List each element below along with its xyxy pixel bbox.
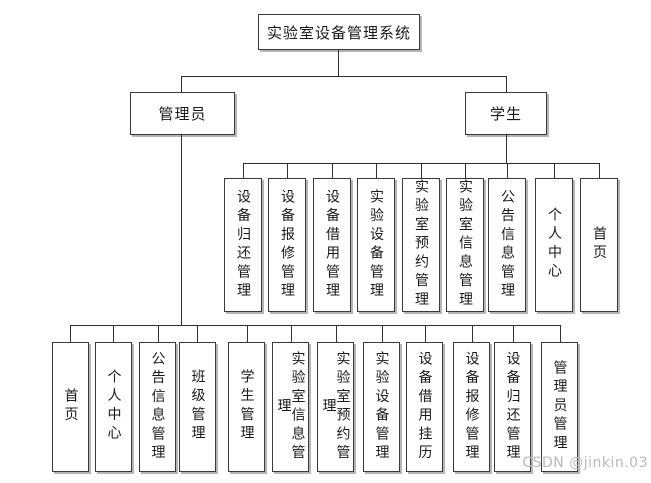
connector-admin-child-stub-6 xyxy=(336,325,337,342)
node-admin-home: 首页 xyxy=(52,342,89,472)
node-label: 公告信息管理 xyxy=(499,188,515,302)
csdn-watermark: CSDN @jinkin.03 xyxy=(522,455,648,471)
connector-admin-child-stub-7 xyxy=(382,325,383,342)
node-student-equipment-borrow-mgmt: 设备借用管理 xyxy=(313,178,351,312)
connector-root-down xyxy=(338,50,339,77)
node-student-lab-equipment-mgmt: 实验设备管理 xyxy=(357,178,395,312)
node-label: 管理员管理 xyxy=(551,360,568,454)
node-student-lab-info-mgmt: 实验室信息管理 xyxy=(446,178,484,312)
connector-admin-child-stub-5 xyxy=(291,325,292,342)
node-label: 设备报修管理 xyxy=(463,350,480,464)
connector-admin-child-stub-11 xyxy=(560,325,561,342)
node-label: 实验室预约管理 xyxy=(320,350,351,464)
node-label: 实验室信息管理 xyxy=(457,179,473,311)
connector-student-down xyxy=(506,135,507,163)
connector-student-child-stub-1 xyxy=(287,163,288,179)
node-admin: 管理员 xyxy=(130,92,235,135)
connector-admin-child-stub-3 xyxy=(197,325,198,342)
connector-student-child-stub-2 xyxy=(332,163,333,179)
node-student-lab-reservation-mgmt: 实验室预约管理 xyxy=(402,178,440,312)
node-label: 公告信息管理 xyxy=(149,350,166,464)
node-label: 个人中心 xyxy=(105,369,122,445)
node-student-equipment-return-mgmt: 设备归还管理 xyxy=(224,178,262,312)
node-admin-lab-reservation-mgmt: 实验室预约管理 xyxy=(317,342,354,472)
node-admin-label: 管理员 xyxy=(158,105,207,123)
node-label: 班级管理 xyxy=(189,369,206,445)
connector-admin-child-stub-1 xyxy=(113,325,114,342)
node-admin-class-mgmt: 班级管理 xyxy=(179,342,216,472)
connector-admin-child-stub-4 xyxy=(247,325,248,342)
node-label: 实验室信息管理 xyxy=(275,350,306,464)
node-admin-announcement-info-mgmt: 公告信息管理 xyxy=(139,342,176,472)
node-student-personal-center: 个人中心 xyxy=(535,178,573,312)
connector-student-child-stub-6 xyxy=(507,163,508,179)
node-admin-lab-info-mgmt: 实验室信息管理 xyxy=(272,342,309,472)
connector-admin-down xyxy=(181,135,182,325)
node-student-home: 首页 xyxy=(580,178,618,312)
node-root-label: 实验室设备管理系统 xyxy=(266,23,411,42)
connector-admin-stub xyxy=(181,76,182,93)
connector-admin-child-stub-8 xyxy=(425,325,426,342)
node-label: 实验设备管理 xyxy=(373,350,390,464)
connector-admin-child-stub-2 xyxy=(158,325,159,342)
connector-student-child-stub-8 xyxy=(599,163,600,179)
node-label: 设备归还管理 xyxy=(504,350,521,464)
node-label: 设备借用管理 xyxy=(324,188,340,302)
node-student-announcement-info-mgmt: 公告信息管理 xyxy=(488,178,526,312)
connector-admin-child-stub-9 xyxy=(472,325,473,342)
node-admin-equipment-repair-mgmt: 设备报修管理 xyxy=(453,342,490,472)
connector-student-child-stub-4 xyxy=(421,163,422,179)
node-label: 首页 xyxy=(62,388,79,426)
node-admin-equipment-return-mgmt: 设备归还管理 xyxy=(494,342,531,472)
node-admin-lab-equipment-mgmt: 实验设备管理 xyxy=(363,342,400,472)
connector-level1-horizontal xyxy=(181,76,507,77)
connector-admin-child-stub-10 xyxy=(513,325,514,342)
connector-admin-horizontal xyxy=(70,325,560,326)
connector-student-stub xyxy=(506,76,507,93)
node-label: 设备报修管理 xyxy=(279,188,295,302)
connector-student-child-stub-3 xyxy=(376,163,377,179)
node-admin-equipment-borrow-calendar: 设备借用挂历 xyxy=(406,342,443,472)
node-label: 设备借用挂历 xyxy=(416,350,433,464)
node-student-equipment-repair-mgmt: 设备报修管理 xyxy=(268,178,306,312)
node-root-system: 实验室设备管理系统 xyxy=(258,14,420,50)
node-label: 实验室预约管理 xyxy=(413,179,429,311)
connector-student-child-stub-5 xyxy=(465,163,466,179)
node-label: 设备归还管理 xyxy=(235,188,251,302)
node-admin-student-mgmt: 学生管理 xyxy=(228,342,265,472)
node-admin-admin-mgmt: 管理员管理 xyxy=(541,342,578,472)
connector-student-child-stub-0 xyxy=(243,163,244,179)
node-admin-personal-center: 个人中心 xyxy=(95,342,132,472)
node-label: 实验设备管理 xyxy=(368,188,384,302)
node-student: 学生 xyxy=(465,92,547,135)
connector-admin-child-stub-0 xyxy=(70,325,71,342)
node-label: 个人中心 xyxy=(546,207,562,283)
node-label: 学生管理 xyxy=(238,369,255,445)
connector-student-child-stub-7 xyxy=(554,163,555,179)
node-student-label: 学生 xyxy=(489,105,522,123)
node-label: 首页 xyxy=(591,226,607,264)
